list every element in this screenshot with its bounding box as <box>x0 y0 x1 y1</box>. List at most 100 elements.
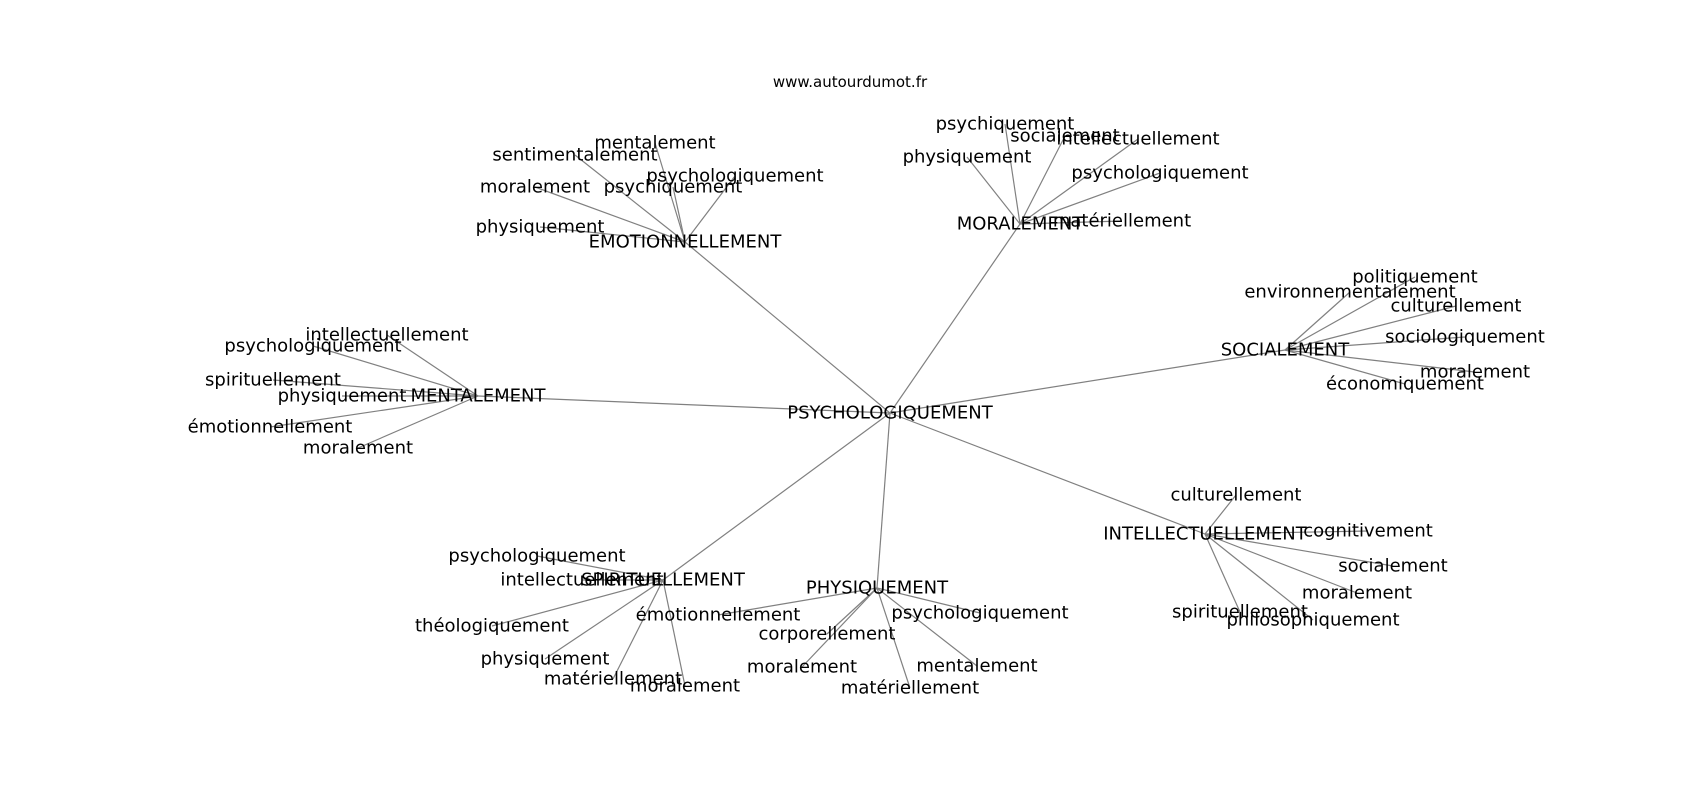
leaf-node: moralement <box>1420 362 1530 383</box>
leaf-node: psychiquement <box>604 177 743 198</box>
leaf-node: moralement <box>1302 583 1412 604</box>
edge-hub-leaf <box>684 175 736 243</box>
leaf-node: matériellement <box>1053 211 1191 232</box>
leaf-node: physiquement <box>476 217 605 238</box>
leaf-node: socialement <box>1010 126 1119 147</box>
labels: PSYCHOLOGIQUEMENT EMOTIONNELLEMENT sentime… <box>188 114 1545 699</box>
edge-hub-leaf <box>876 587 978 667</box>
leaf-node: psychologiquement <box>646 166 823 187</box>
leaf-node: moralement <box>303 438 413 459</box>
edge-center-hub <box>889 349 1286 414</box>
leaf-node: sentimentalement <box>492 145 657 166</box>
hub-node: INTELLECTUELLEMENT <box>1103 524 1307 545</box>
edge-hub-leaf <box>1284 276 1416 351</box>
edge-center-hub <box>889 412 1206 535</box>
edge-hub-leaf <box>1284 336 1466 351</box>
edge-hub-leaf <box>269 395 479 428</box>
leaf-node: mentalement <box>594 133 715 154</box>
edges <box>269 123 1476 689</box>
leaf-node: spirituellement <box>1172 602 1308 623</box>
leaf-node: culturellement <box>1170 485 1301 506</box>
hub-node: MENTALEMENT <box>410 386 546 407</box>
edge-hub-leaf <box>801 587 878 668</box>
edge-hub-leaf <box>1204 533 1358 594</box>
leaf-node: matériellement <box>841 678 979 699</box>
edge-hub-leaf <box>826 587 878 635</box>
edge-hub-leaf <box>312 345 479 397</box>
leaf-node: mentalement <box>916 656 1037 677</box>
leaf-node: physiquement <box>903 147 1032 168</box>
leaf-node: intellectuellement <box>500 570 663 591</box>
edge-hub-leaf <box>672 186 686 243</box>
center-node: PSYCHOLOGIQUEMENT <box>787 403 993 424</box>
leaf-node: cognitivement <box>1303 521 1433 542</box>
edge-hub-leaf <box>1004 123 1021 225</box>
edge-hub-leaf <box>1284 349 1406 385</box>
edge-hub-leaf <box>662 579 686 687</box>
edge-hub-leaf <box>1204 533 1241 613</box>
leaf-node: émotionnellement <box>188 417 353 438</box>
edge-center-hub <box>477 395 891 414</box>
edge-hub-leaf <box>876 587 911 689</box>
leaf-node: économiquement <box>1326 374 1484 395</box>
hub-node: SOCIALEMENT <box>1221 340 1351 361</box>
edge-hub-leaf <box>491 579 664 627</box>
leaf-node: intellectuellement <box>1056 129 1219 150</box>
leaf-node: politiquement <box>1352 267 1477 288</box>
leaf-node: psychologiquement <box>448 546 625 567</box>
edge-center-hub <box>889 223 1021 414</box>
edge-hub-leaf <box>272 379 479 397</box>
edge-hub-leaf <box>1204 533 1394 567</box>
leaf-node: environnementalement <box>1244 282 1455 303</box>
leaf-node: théologiquement <box>415 616 569 637</box>
edge-hub-leaf <box>534 186 686 243</box>
edge-hub-leaf <box>1019 172 1161 225</box>
hub-node: PHYSIQUEMENT <box>806 578 949 599</box>
site-label: www.autourdumot.fr <box>772 73 928 91</box>
leaf-node: psychologiquement <box>1071 163 1248 184</box>
edge-hub-leaf <box>574 154 686 243</box>
edge-hub-leaf <box>544 579 664 660</box>
leaf-node: psychiquement <box>936 114 1075 135</box>
edge-hub-leaf <box>966 156 1021 225</box>
leaf-node: moralement <box>630 676 740 697</box>
leaf-node: physiquement <box>278 386 407 407</box>
edge-hub-leaf <box>1019 135 1066 225</box>
edge-hub-leaf <box>1284 291 1351 351</box>
edge-center-hub <box>662 412 891 581</box>
edge-hub-leaf <box>717 587 878 616</box>
leaf-node: matériellement <box>544 669 682 690</box>
leaf-node: socialement <box>1338 556 1447 577</box>
hub-node: EMOTIONNELLEMENT <box>589 232 783 253</box>
leaf-node: philosophiquement <box>1226 610 1399 631</box>
leaf-node: physiquement <box>481 649 610 670</box>
leaf-node: moralement <box>480 177 590 198</box>
leaf-node: culturellement <box>1390 296 1521 317</box>
edge-center-hub <box>684 241 891 414</box>
edge-hub-leaf <box>876 587 981 614</box>
edge-hub-leaf <box>1019 138 1139 225</box>
edge-hub-leaf <box>539 226 686 243</box>
leaf-node: intellectuellement <box>305 325 468 346</box>
edge-hub-leaf <box>1019 220 1123 225</box>
leaf-node: émotionnellement <box>636 605 801 626</box>
hub-node: SPIRITUELLEMENT <box>581 570 746 591</box>
edge-hub-leaf <box>386 334 479 397</box>
edge-hub-leaf <box>357 395 479 449</box>
edge-hub-leaf <box>654 142 686 243</box>
edge-hub-leaf <box>1284 305 1457 351</box>
leaf-node: spirituellement <box>205 370 341 391</box>
edge-hub-leaf <box>536 555 664 581</box>
leaf-node: psychologiquement <box>891 603 1068 624</box>
edge-center-hub <box>876 412 891 589</box>
leaf-node: psychologiquement <box>224 336 401 357</box>
edge-hub-leaf <box>1204 533 1314 621</box>
edge-hub-leaf <box>612 579 664 680</box>
edge-hub-leaf <box>1284 349 1476 373</box>
leaf-node: sociologiquement <box>1385 327 1545 348</box>
edge-hub-leaf <box>1204 530 1369 535</box>
hub-node: MORALEMENT <box>957 214 1085 235</box>
leaf-node: corporellement <box>759 624 896 645</box>
edge-hub-leaf <box>1204 494 1237 535</box>
